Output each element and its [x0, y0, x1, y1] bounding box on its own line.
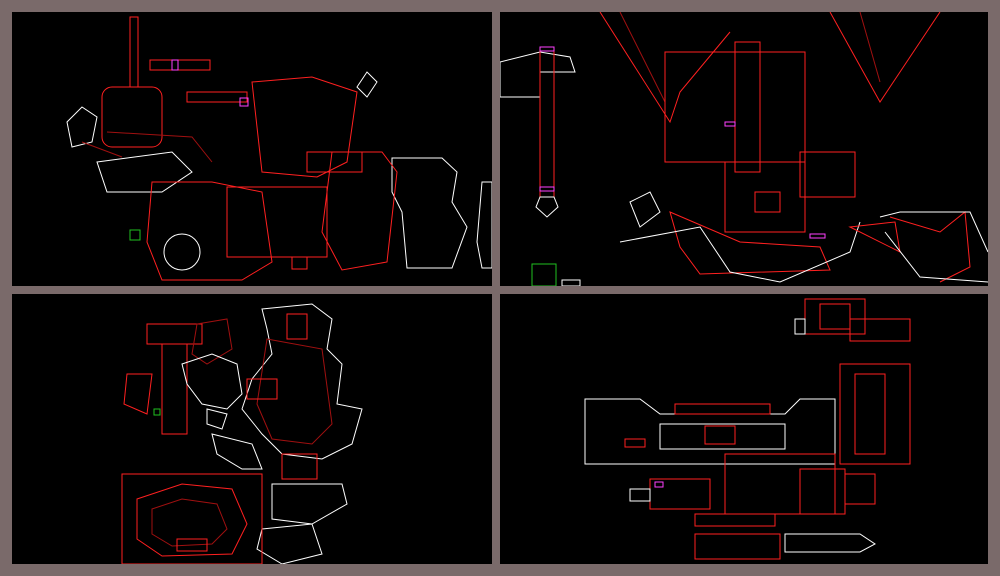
- map-outline: [256, 523, 323, 564]
- map-wall: [724, 453, 836, 515]
- map-outline: [476, 181, 492, 269]
- map-wall: [123, 373, 153, 415]
- map-wall: [136, 483, 248, 557]
- map-door: [239, 97, 249, 107]
- map-wall: [844, 473, 876, 505]
- map-wall: [321, 151, 398, 271]
- map-wall: [694, 513, 776, 527]
- map-wall: [535, 196, 559, 218]
- map-wall: [854, 373, 886, 455]
- map-outline: [206, 408, 228, 430]
- map-outline: [391, 157, 468, 269]
- map-marker: [531, 263, 557, 286]
- map-outline: [66, 106, 98, 148]
- map-wall: [799, 151, 856, 198]
- automap-canvas: [66, 16, 492, 281]
- map-wall: [191, 318, 233, 365]
- map-door: [539, 46, 555, 52]
- map-wall: [101, 86, 163, 148]
- map-wall: [146, 181, 273, 281]
- map-wall: [624, 438, 646, 448]
- map-outline: [794, 318, 806, 335]
- map-wall: [819, 303, 851, 330]
- map-outline: [879, 211, 988, 283]
- map-outline: [211, 433, 263, 470]
- map-door: [809, 233, 826, 239]
- map-door: [724, 121, 736, 127]
- map-wall: [161, 343, 188, 435]
- map-wall: [694, 533, 781, 560]
- map-wall: [149, 59, 211, 71]
- map-outline: [271, 483, 348, 525]
- map-wall: [151, 498, 228, 547]
- map-wall: [804, 298, 866, 335]
- map-wall: [849, 318, 911, 342]
- map-outline: [96, 151, 193, 193]
- map-wall: [256, 338, 333, 445]
- automap-canvas: [584, 298, 911, 560]
- map-wall: [539, 46, 555, 198]
- map-wall: [121, 473, 263, 564]
- map-outline: [584, 398, 836, 465]
- map-wall: [799, 468, 846, 515]
- automap-canvas: [500, 12, 988, 286]
- map-outline: [619, 191, 861, 283]
- map-wall: [163, 233, 201, 271]
- map-wall: [129, 16, 139, 88]
- map-wall: [649, 478, 711, 510]
- map-wall: [848, 211, 971, 283]
- map-door: [654, 481, 664, 488]
- map-step: [81, 131, 213, 163]
- map-wall: [734, 41, 761, 173]
- map-wall: [674, 403, 771, 415]
- map-outline: [629, 488, 651, 502]
- map-wall: [226, 186, 328, 258]
- map-view-bottom-left[interactable]: [12, 294, 492, 564]
- map-wall: [599, 12, 941, 124]
- map-wall: [356, 71, 378, 98]
- map-outline: [241, 303, 363, 460]
- map-wall: [251, 76, 358, 178]
- map-wall: [839, 363, 911, 465]
- map-wall: [754, 191, 781, 213]
- map-wall: [306, 151, 363, 173]
- map-outline: [561, 279, 581, 286]
- map-wall: [704, 425, 736, 445]
- map-view-top-left[interactable]: [12, 12, 492, 286]
- map-outline: [181, 353, 243, 410]
- map-outline: [500, 51, 576, 98]
- map-marker: [153, 408, 161, 416]
- map-door: [539, 186, 555, 192]
- map-outline: [784, 533, 876, 553]
- map-outline: [659, 423, 786, 450]
- map-wall: [286, 313, 308, 340]
- map-wall: [186, 91, 248, 103]
- map-wall: [246, 378, 278, 400]
- map-wall: [291, 256, 308, 270]
- map-marker: [129, 229, 141, 241]
- automap-canvas: [121, 303, 363, 564]
- map-view-top-right[interactable]: [500, 12, 988, 286]
- map-wall: [176, 538, 208, 552]
- map-wall: [619, 12, 881, 103]
- map-door: [171, 59, 179, 71]
- map-wall: [669, 211, 831, 275]
- map-wall: [281, 453, 318, 480]
- map-view-bottom-right[interactable]: [500, 294, 988, 564]
